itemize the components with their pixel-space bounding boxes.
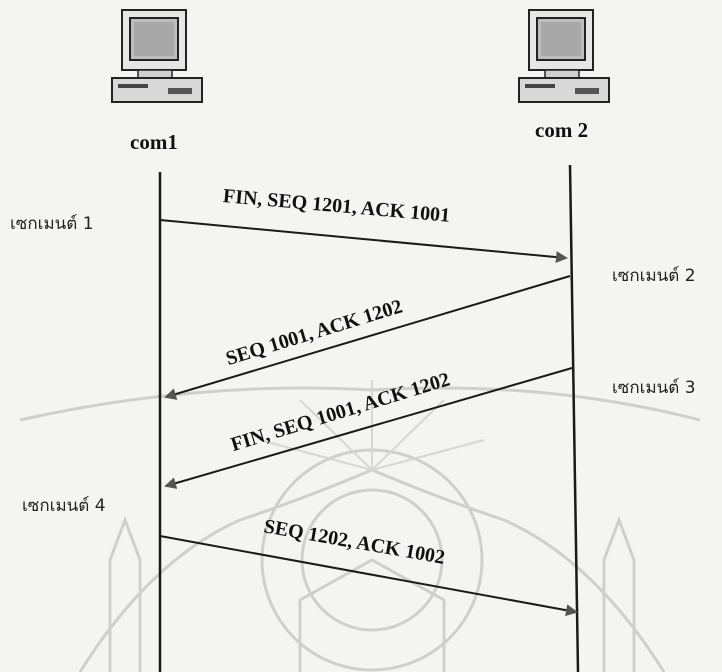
segment-1-label: เซกเมนต์ 1 — [10, 210, 94, 237]
com2-timeline — [570, 165, 578, 672]
segment-4-label: เซกเมนต์ 4 — [22, 492, 106, 519]
segment-2-arrow — [166, 276, 570, 397]
segment-3-label: เซกเมนต์ 3 — [612, 374, 696, 401]
segment-1-arrow — [160, 220, 566, 258]
segment-2-label: เซกเมนต์ 2 — [612, 262, 696, 289]
segment-3-arrow — [166, 368, 572, 486]
